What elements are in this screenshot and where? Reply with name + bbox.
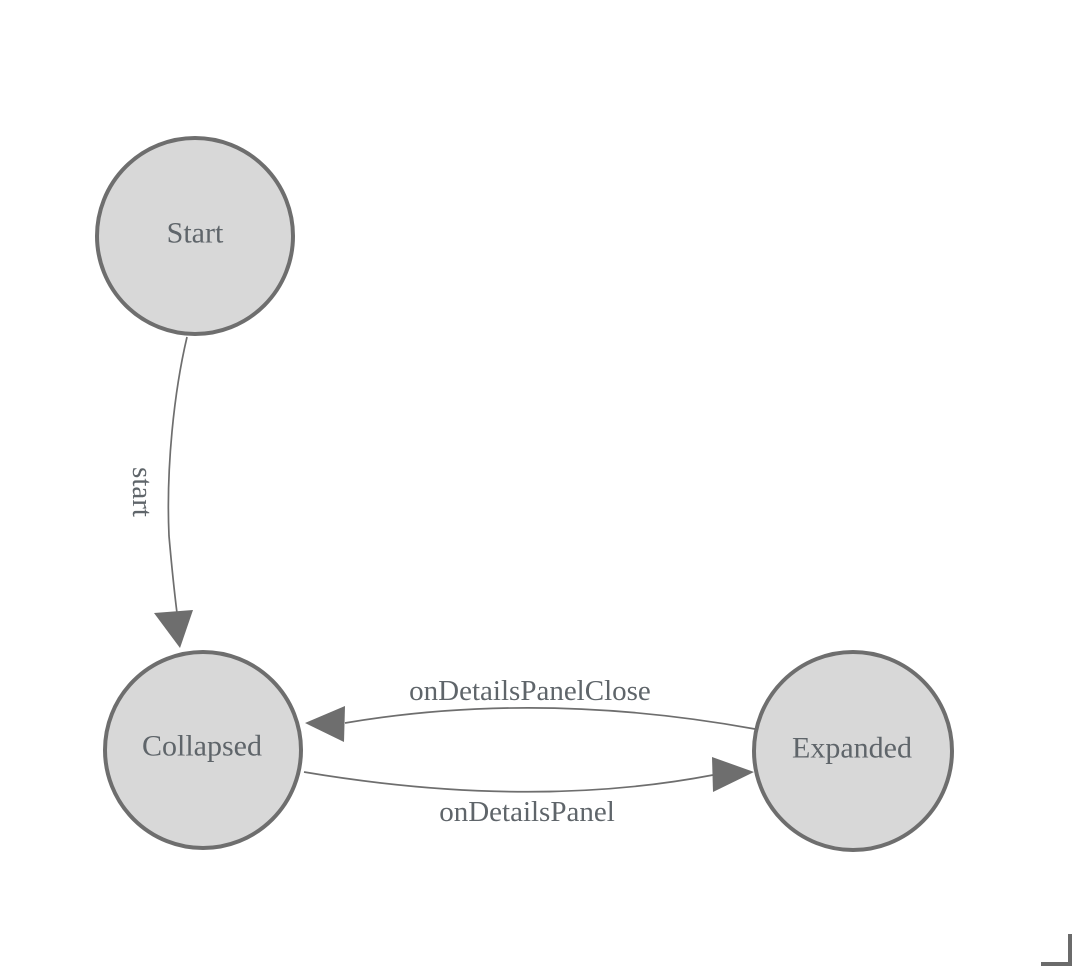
node-expanded-label: Expanded xyxy=(792,732,912,765)
edge-label-ondetailspanel: onDetailsPanel xyxy=(439,796,615,828)
edge-label-start: start xyxy=(126,467,158,517)
edge-expanded-to-collapsed xyxy=(344,707,756,730)
edge-start-to-collapsed xyxy=(167,336,188,614)
edge-expanded-to-collapsed-arrowhead-icon xyxy=(305,706,345,742)
edge-collapsed-to-expanded-arrowhead-icon xyxy=(712,757,754,792)
node-start-label: Start xyxy=(167,217,224,250)
edge-start-to-collapsed-arrowhead-icon xyxy=(154,610,193,648)
node-start[interactable] xyxy=(95,136,295,336)
edge-label-ondetailspanelclose: onDetailsPanelClose xyxy=(409,675,651,707)
node-collapsed-label: Collapsed xyxy=(142,730,262,763)
vertical-scrollbar-thumb[interactable] xyxy=(1068,934,1072,966)
node-collapsed[interactable] xyxy=(103,650,303,850)
edge-collapsed-to-expanded xyxy=(303,771,714,793)
horizontal-scrollbar-thumb[interactable] xyxy=(1041,962,1072,966)
node-expanded[interactable] xyxy=(752,650,954,852)
